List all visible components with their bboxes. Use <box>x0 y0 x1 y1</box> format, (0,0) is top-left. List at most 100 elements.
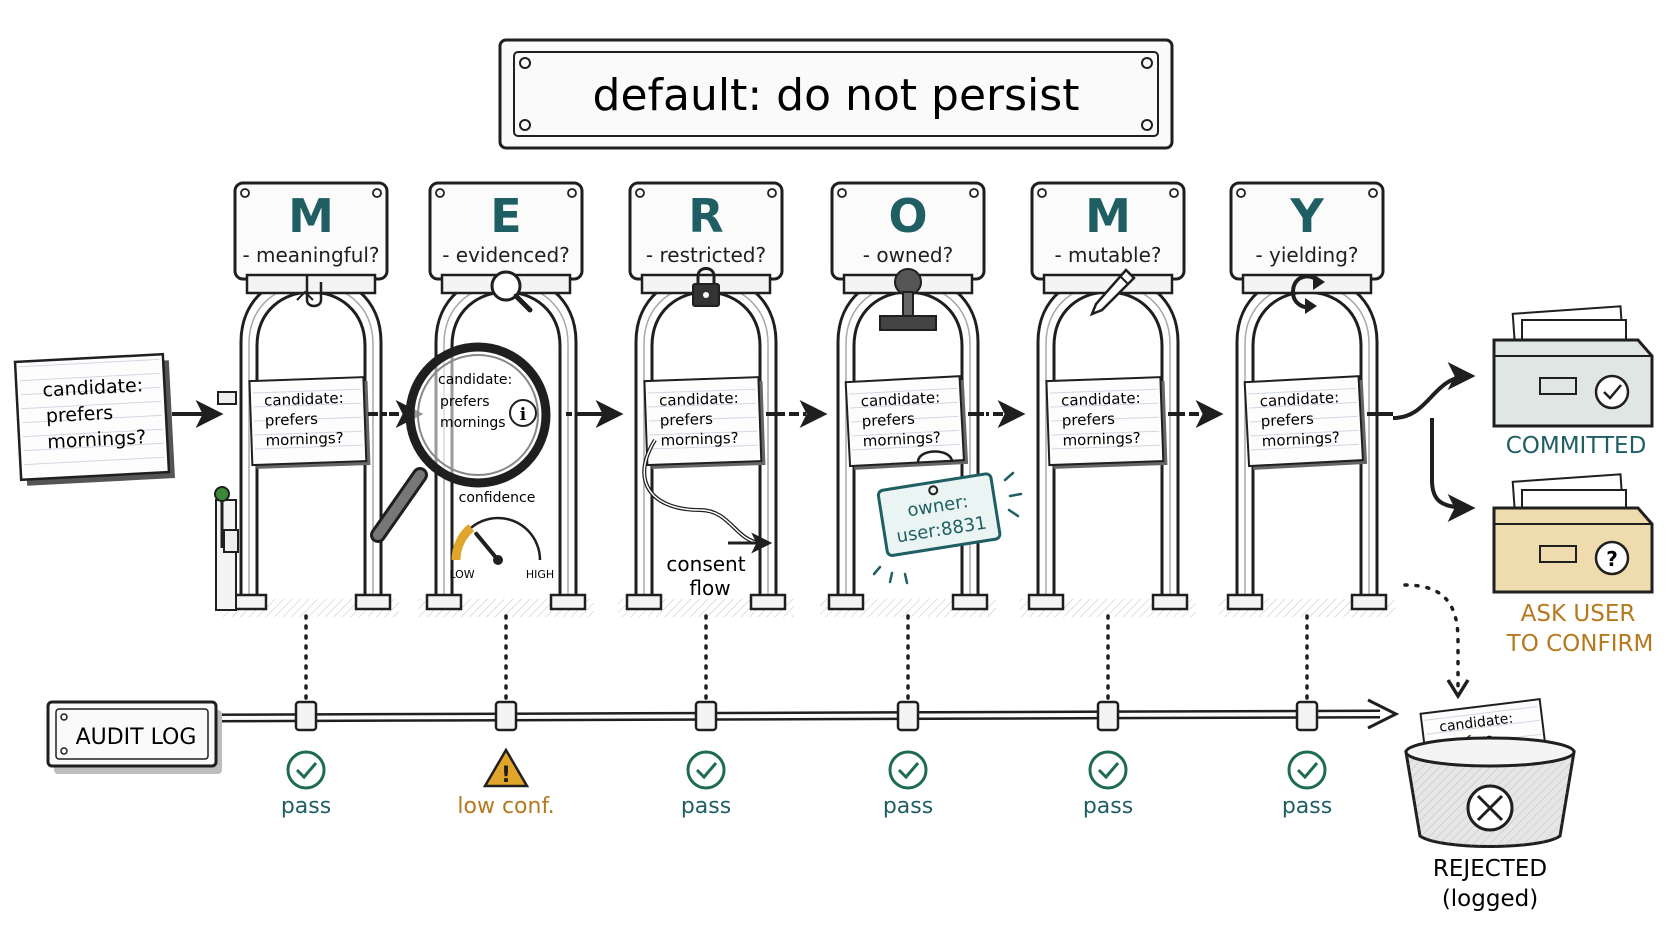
committed-label: COMMITTED <box>1506 433 1647 459</box>
screw-icon <box>519 119 531 131</box>
screw-icon <box>635 188 645 198</box>
gates-layer: M- meaningful?candidate:prefersmornings?… <box>214 181 1395 617</box>
gate-question: - yielding? <box>1255 243 1358 267</box>
audit-entry-3: pass <box>681 614 731 819</box>
screw-icon <box>837 188 847 198</box>
gate-candidate-line: mornings? <box>862 428 941 450</box>
gate-letter: E <box>490 189 521 243</box>
confidence-gauge: confidence LOW HIGH <box>449 490 554 581</box>
audit-log-sign: AUDIT LOG <box>46 700 222 774</box>
screw-icon <box>969 188 979 198</box>
candidate-line1: prefers <box>45 402 113 427</box>
rejected-label-2: (logged) <box>1442 886 1538 912</box>
magnified-candidate-line2: mornings <box>440 415 506 431</box>
audit-result-label: pass <box>281 794 331 819</box>
paperclip-icon <box>296 276 323 308</box>
screw-icon <box>435 188 445 198</box>
audit-entry-1: pass <box>281 614 331 819</box>
question-icon: ? <box>1594 540 1630 576</box>
x-circle-icon <box>1466 784 1514 832</box>
gate-candidate-line: mornings? <box>1261 428 1340 450</box>
ask-user-box: ? ASK USER TO CONFIRM <box>1492 473 1654 657</box>
outcome-fork <box>1392 362 1476 522</box>
pencil-icon <box>1089 268 1136 317</box>
magnified-candidate-label: candidate: <box>438 372 512 388</box>
rejected-bin: candidate: prefers mornings? REJECTED (l… <box>1404 698 1576 912</box>
padlock-icon <box>692 267 720 307</box>
audit-result-label: pass <box>1282 794 1332 819</box>
check-icon <box>1594 374 1630 410</box>
audit-arrow-head <box>1367 698 1400 730</box>
gate-candidate-line: prefers <box>1260 410 1314 431</box>
gate-candidate-line: candidate: <box>659 389 739 410</box>
gate-candidate-line: prefers <box>265 410 319 430</box>
gate-candidate-line: candidate: <box>264 389 344 410</box>
audit-result-label: pass <box>681 794 731 819</box>
check-circle-icon <box>686 750 726 790</box>
svg-text:i: i <box>520 405 527 425</box>
magnifier-icon <box>490 270 533 313</box>
gate-letter: M <box>1085 189 1131 243</box>
gate-candidate-line: mornings? <box>660 429 739 450</box>
audit-entry-6: pass <box>1282 614 1332 819</box>
svg-text:!: ! <box>501 763 511 788</box>
input-candidate-card: candidate: prefers mornings? <box>13 352 175 486</box>
check-circle-icon <box>888 750 928 790</box>
screw-icon <box>1141 57 1153 69</box>
warning-icon: ! <box>482 747 530 788</box>
consent-flow-branch: consent flow <box>642 438 773 600</box>
gate-candidate-line: prefers <box>660 410 714 430</box>
gate-question: - owned? <box>863 243 953 267</box>
audit-results: pass! low conf. pass pass pass pass <box>281 614 1332 819</box>
sparkle-icon <box>872 471 1023 585</box>
screw-icon <box>519 57 531 69</box>
gate-question: - restricted? <box>646 243 766 267</box>
audit-log-label: AUDIT LOG <box>76 725 197 750</box>
gate-question: - mutable? <box>1054 243 1161 267</box>
screw-icon <box>1141 119 1153 131</box>
gate-candidate-line: mornings? <box>265 429 344 450</box>
screw-icon <box>1368 188 1378 198</box>
gate-candidate-line: prefers <box>1062 410 1116 430</box>
candidate-label: candidate: <box>42 374 144 401</box>
owner-tag: owner: user:8831 <box>872 450 1023 585</box>
gate-letter: R <box>688 189 723 243</box>
screw-icon <box>567 188 577 198</box>
gate-candidate-line: candidate: <box>860 388 940 410</box>
gate-candidate-line: candidate: <box>1259 388 1339 410</box>
ask-user-label-1: ASK USER <box>1521 601 1636 627</box>
reject-path <box>1403 583 1470 700</box>
audit-entry-5: pass <box>1083 614 1133 819</box>
green-light-icon <box>214 486 230 502</box>
gate-letter: O <box>888 189 927 243</box>
gauge-needle <box>474 531 500 562</box>
screw-icon <box>372 188 382 198</box>
gate-letter: Y <box>1289 189 1324 243</box>
audit-result-label: pass <box>1083 794 1133 819</box>
gate-candidate-line: prefers <box>861 410 915 431</box>
audit-entry-4: pass <box>883 614 933 819</box>
candidate-line2: mornings? <box>47 426 147 453</box>
audit-result-label: pass <box>883 794 933 819</box>
screw-icon <box>1236 188 1246 198</box>
lever-handle <box>214 391 239 611</box>
rejected-label-1: REJECTED <box>1433 856 1547 882</box>
gauge-fill <box>451 524 475 561</box>
audit-result-label: low conf. <box>457 794 554 819</box>
consent-flow-label-2: flow <box>689 576 730 600</box>
audit-entry-2: ! low conf. <box>457 614 555 819</box>
refresh-icon <box>1290 274 1325 314</box>
screw-icon <box>1037 188 1047 198</box>
check-circle-icon <box>286 750 326 790</box>
consent-flow-label-1: consent <box>666 552 745 576</box>
gate-candidate-line: candidate: <box>1061 389 1141 410</box>
